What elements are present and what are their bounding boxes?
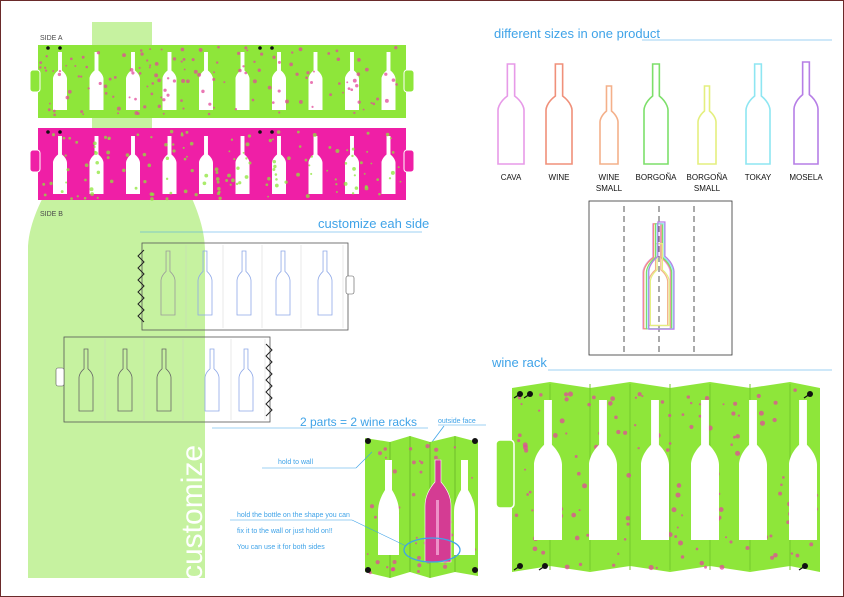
bottle-outline-cutout [204,348,220,412]
side-a-strip [29,45,415,118]
bottle-cutout [126,136,140,194]
customize-vertical-label: customize [176,445,209,580]
bottle-cutout [53,52,67,110]
bottle-size-label-line2: SMALL [694,184,721,193]
bottle-cutout [345,52,359,110]
side-a-label: SIDE A [40,35,63,42]
bottle-size-outline [793,61,819,165]
rack-bottle-cutout [641,400,669,540]
bottle-size-outline [497,63,525,165]
bottle-cutout [199,52,213,110]
bottle-cutout [126,52,140,110]
bottle-hold-highlight [403,537,461,563]
bottle-cutout [162,52,177,110]
hold-wall-leader [355,451,373,469]
hold-bottle-note-3: You can use it for both sides [237,544,325,551]
bottle-outline-cutout [78,348,94,412]
rack-bottle-cutout [739,400,767,540]
hold-wall-label: hold to wall [278,459,313,466]
bottle-size-outline [697,85,717,165]
overlay-bottle-box [588,200,733,356]
bottle-cutout [89,52,104,110]
bottle-size-label: WINE [599,173,620,182]
outline-template-bottom [55,336,273,423]
bottle-cutout [381,136,396,194]
rack-bottle-cutout [534,400,562,540]
bottle-cutout [272,52,286,110]
bottle-size-outline [599,85,619,165]
overlay-bottle-outline [649,243,670,327]
side-b-label: SIDE B [40,211,63,218]
bottle-outline-cutout [238,348,254,412]
bottle-size-label: BORGOÑA [636,173,678,182]
bottle-sizes-row [497,61,819,165]
bottle-cutout [199,136,213,194]
bottle-outline-cutout [317,250,333,316]
rack-bottle-cutout [789,400,817,540]
bottle-cutout [345,136,359,194]
bottle-cutout [308,52,323,110]
bottle-outline-cutout [156,348,172,412]
bottle-cutout [235,52,250,110]
bottle-size-outline [643,63,669,165]
overlay-bottle-outline [648,221,675,330]
bottle-size-label: TOKAY [745,173,772,182]
hold-bottle-note-2: fix it to the wall or just hold on!! [237,528,333,535]
bottle-size-label: MOSELA [789,173,823,182]
two-parts-heading: 2 parts = 2 wine racks [300,415,417,429]
sizes-title: different sizes in one product [494,26,660,41]
bottle-cutout [235,136,250,194]
bottle-size-label: CAVA [501,173,522,182]
bottle-size-outline [545,63,573,165]
wine-rack-large [495,382,820,572]
bottle-outline-cutout [197,250,213,316]
bottle-outline-cutout [236,250,252,316]
bottle-outline-cutout [160,250,176,316]
outside-face-label: outside face [438,418,476,425]
bottle-size-label-line2: SMALL [596,184,623,193]
outline-template-top [137,242,355,331]
rack-bottle-cutout [589,400,617,540]
bottle-size-label: WINE [549,173,570,182]
outside-face-leader [431,425,445,443]
side-b-strip [29,128,415,201]
bottle-size-labels: CAVA WINE WINE SMALL BORGOÑA BORGOÑA SMALL TOKA… [501,173,824,193]
bottle-size-label: BORGOÑA [687,173,729,182]
rack-bottle-cutout [691,400,719,540]
wine-rack-small [365,436,478,578]
hold-bottle-note-1: hold the bottle on the shape you can [237,512,350,519]
hold-bottle-leader [351,519,407,547]
customize-side-heading: customize eah side [318,216,429,231]
bottle-cutout [381,52,396,110]
bottle-cutout [308,136,323,194]
bottle-size-outline [745,63,771,165]
bottle-cutout [53,136,67,194]
bottle-outline-cutout [117,348,133,412]
wine-rack-heading: wine rack [491,355,547,370]
bottle-cutout [89,136,104,194]
bottle-outline-cutout [275,250,291,316]
bottle-cutout [162,136,177,194]
